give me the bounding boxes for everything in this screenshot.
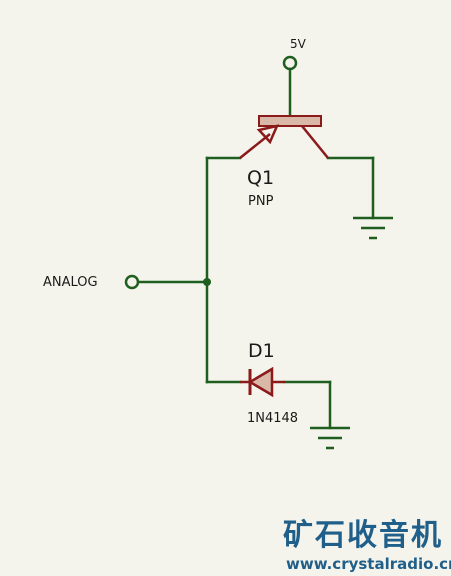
wires xyxy=(137,67,375,430)
transistor-collector-lead xyxy=(301,125,329,159)
ground-symbol-transistor xyxy=(353,216,393,240)
junction-dot xyxy=(203,278,211,286)
diode-ref-label: D1 xyxy=(248,340,275,362)
transistor-q1: Q1 PNP xyxy=(239,115,329,209)
watermark-url: www.crystalradio.cn xyxy=(286,555,451,573)
transistor-ref-label: Q1 xyxy=(247,167,274,189)
transistor-base-bar xyxy=(258,115,322,127)
analog-terminal-pin xyxy=(124,274,140,290)
power-label: 5V xyxy=(290,37,307,51)
diode-part-label: 1N4148 xyxy=(247,411,298,426)
power-terminal-pin xyxy=(282,55,298,71)
transistor-emitter-arrow xyxy=(256,124,280,145)
analog-label: ANALOG xyxy=(43,275,98,290)
diode-triangle xyxy=(247,366,274,398)
watermark-text: 矿石收音机 xyxy=(283,518,443,553)
watermark: 矿石收音机 www.crystalradio.cn xyxy=(283,518,451,573)
diode-d1: D1 1N4148 xyxy=(240,340,298,426)
transistor-type-label: PNP xyxy=(248,194,274,209)
analog-terminal: ANALOG xyxy=(43,274,140,290)
power-terminal: 5V xyxy=(282,37,307,71)
ground-symbol-diode xyxy=(310,426,350,450)
